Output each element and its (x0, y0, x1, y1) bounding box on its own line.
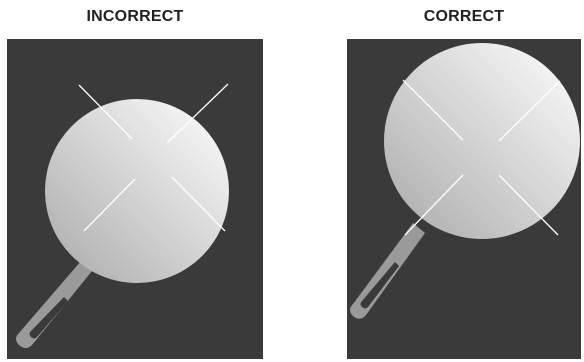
frying-pan-icon (45, 99, 229, 283)
pan-handle (350, 223, 425, 319)
correct-illustration (347, 39, 581, 359)
pan-handle (16, 261, 92, 348)
title-incorrect: INCORRECT (7, 8, 263, 26)
correct-panel (347, 39, 581, 359)
title-correct: CORRECT (347, 8, 581, 26)
frying-pan-icon (384, 43, 580, 239)
incorrect-illustration (7, 39, 263, 359)
incorrect-panel (7, 39, 263, 359)
